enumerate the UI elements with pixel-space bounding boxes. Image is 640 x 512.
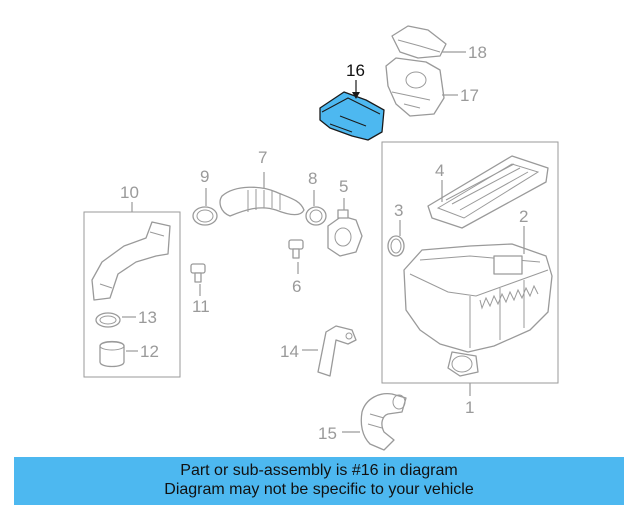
part-15-elbow-duct[interactable] — [360, 392, 407, 451]
callout-3[interactable]: 3 — [394, 201, 403, 220]
info-banner: Part or sub-assembly is #16 in diagram D… — [14, 457, 624, 505]
callout-4[interactable]: 4 — [435, 161, 444, 180]
callout-2[interactable]: 2 — [519, 207, 528, 226]
part-5-air-flow-sensor[interactable] — [327, 209, 363, 257]
banner-line-2: Diagram may not be specific to your vehi… — [164, 481, 474, 498]
part-16-intake-duct[interactable] — [319, 91, 385, 141]
part-3-gasket[interactable] — [387, 235, 405, 257]
callout-14[interactable]: 14 — [280, 342, 299, 361]
callout-9[interactable]: 9 — [200, 167, 209, 186]
parts-diagram: 18 17 16 7 9 8 5 — [83, 25, 559, 451]
part-13-ring[interactable] — [95, 312, 121, 328]
part-10-intake-pipe[interactable] — [91, 221, 171, 301]
part-4-filter-element[interactable] — [427, 155, 549, 229]
part-14-bracket[interactable] — [317, 325, 357, 377]
part-6-bolt[interactable] — [288, 239, 304, 259]
banner-line-1: Part or sub-assembly is #16 in diagram — [180, 462, 458, 479]
callout-13[interactable]: 13 — [138, 308, 157, 327]
part-1-air-cleaner-housing[interactable] — [403, 243, 553, 377]
callout-8[interactable]: 8 — [308, 169, 317, 188]
callout-16[interactable]: 16 — [346, 61, 365, 80]
part-9-hose-clamp[interactable] — [192, 206, 218, 226]
callout-18[interactable]: 18 — [468, 43, 487, 62]
callout-12[interactable]: 12 — [140, 342, 159, 361]
callout-17[interactable]: 17 — [460, 86, 479, 105]
part-8-hose-clamp[interactable] — [305, 206, 327, 226]
callout-5[interactable]: 5 — [339, 177, 348, 196]
part-7-intake-hose[interactable] — [219, 186, 305, 217]
callout-6[interactable]: 6 — [292, 277, 301, 296]
part-11-bolt[interactable] — [190, 263, 206, 283]
callout-7[interactable]: 7 — [258, 148, 267, 167]
callout-11[interactable]: 11 — [192, 297, 210, 316]
part-17-resonator[interactable] — [385, 57, 445, 117]
callout-10[interactable]: 10 — [120, 183, 139, 202]
callout-15[interactable]: 15 — [318, 424, 337, 443]
part-12-sleeve[interactable] — [99, 340, 125, 368]
part-18-duct-cover[interactable] — [391, 25, 447, 59]
callout-1[interactable]: 1 — [465, 398, 474, 417]
